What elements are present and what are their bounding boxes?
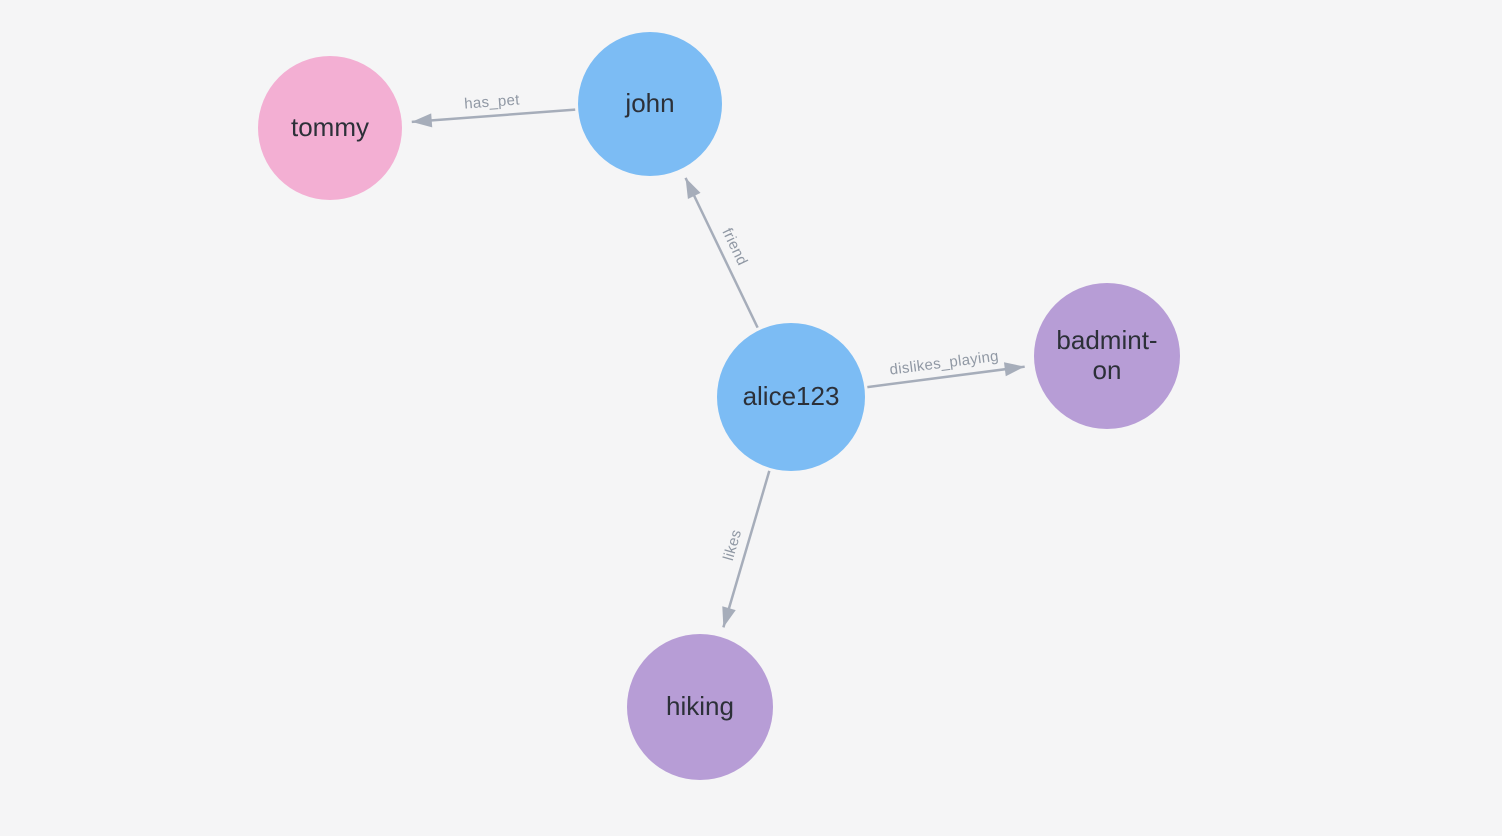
edge-john-tommy[interactable] [411, 108, 576, 128]
graph-node-hiking[interactable]: hiking [627, 634, 773, 780]
graph-node-alice123[interactable]: alice123 [717, 323, 865, 471]
edge-alice123-john[interactable] [684, 177, 759, 329]
edge-alice123-hiking[interactable] [722, 470, 771, 628]
graph-node-badminton[interactable]: badmint- on [1034, 283, 1180, 429]
edge-alice123-badminton[interactable] [867, 362, 1025, 389]
graph-node-tommy[interactable]: tommy [258, 56, 402, 200]
graph-node-john[interactable]: john [578, 32, 722, 176]
